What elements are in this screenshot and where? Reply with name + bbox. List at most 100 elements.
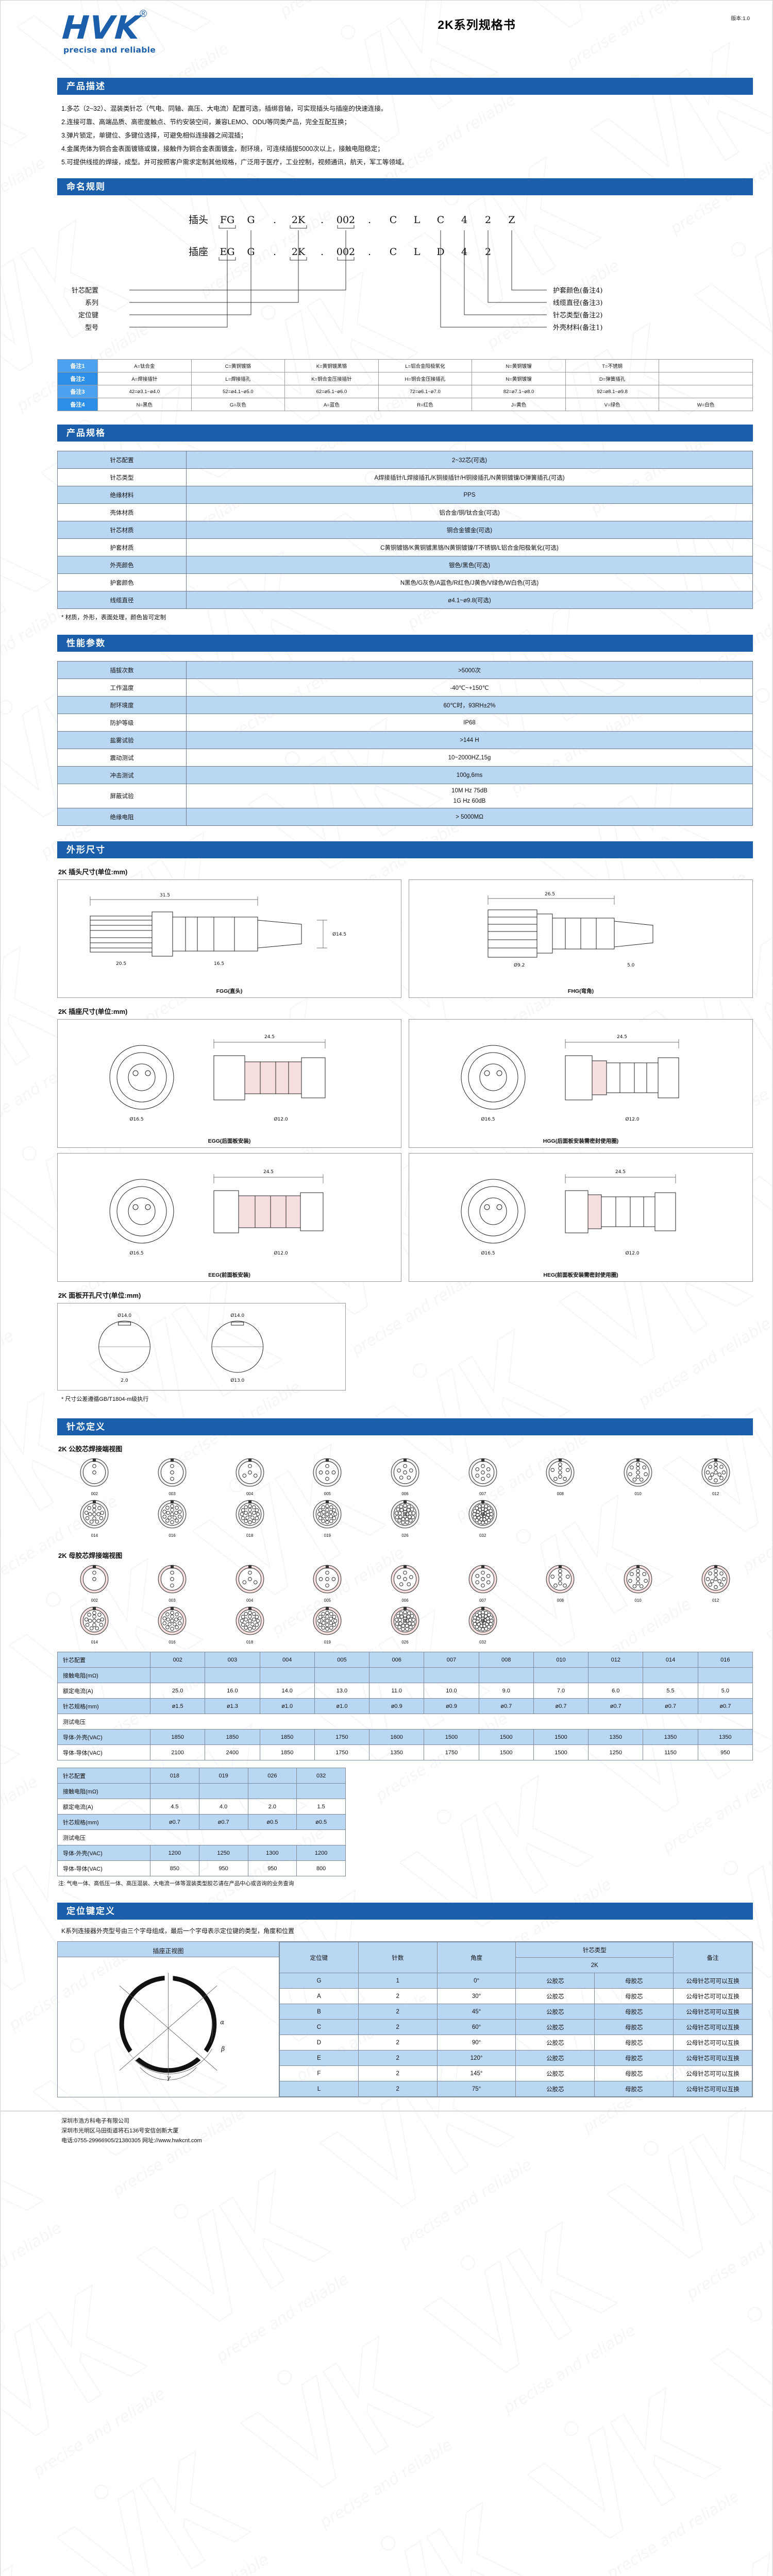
pin-view-cell: 014 <box>57 1605 132 1645</box>
svg-text:Ø12.0: Ø12.0 <box>274 1250 288 1256</box>
naming-callout-right: 针芯类型(备注2) <box>553 311 602 319</box>
pin-table-cell: 9.0 <box>478 1683 534 1699</box>
spec-row-label: 屏蔽试验 <box>57 784 187 808</box>
orientation-cell: 母胶芯 <box>594 2035 674 2050</box>
pin-table-cell: 1500 <box>478 1744 534 1760</box>
naming-callout-right: 线缆直径(备注3) <box>553 299 602 307</box>
pin-table-cell: 950 <box>247 1860 297 1876</box>
naming-callout-left: 针芯配置 <box>72 287 98 295</box>
notes-cell: 92=ø8.1~ø9.8 <box>565 385 660 398</box>
svg-text:Ø16.5: Ø16.5 <box>129 1116 143 1122</box>
pin-table-header-cell: 002 <box>149 1652 206 1668</box>
section-title-pin-definition: 针芯定义 <box>57 1418 753 1435</box>
pin-table-row: 测试电压 <box>57 1829 346 1845</box>
notes-row-key: 备注2 <box>57 372 98 385</box>
pin-table-row-label: 额定电流(A) <box>57 1683 150 1699</box>
notes-cell: 82=ø7.1~ø8.0 <box>472 385 566 398</box>
pin-table-cell <box>198 1783 248 1799</box>
pin-table-header-cell: 针芯配置 <box>57 1768 150 1784</box>
spec-row-label: 护套材质 <box>57 538 187 556</box>
logo-text: HVK <box>61 9 142 46</box>
pin-view-label: 004 <box>246 1492 254 1496</box>
naming-plug-token: 002 <box>337 214 355 226</box>
naming-plug-token: FG <box>220 214 234 226</box>
plug-drawing-row: 31.5 Ø14.5 20.5 16.5 FGG(直头) <box>57 879 753 998</box>
drawing-caption: EEG(前面板安装) <box>208 1272 250 1278</box>
orientation-cell: D <box>279 2035 359 2050</box>
orientation-cell: 2 <box>358 2019 438 2035</box>
pin-view-label: 005 <box>324 1598 331 1603</box>
pin-table-header-cell: 010 <box>533 1652 589 1668</box>
pin-view-cell: 003 <box>135 1563 210 1603</box>
pin-view-label: 018 <box>246 1640 254 1645</box>
orientation-cell: 公母针芯可可以互换 <box>673 2050 752 2066</box>
orientation-cell: 公胶芯 <box>515 1973 595 1989</box>
spec-row: 绝缘电阻> 5000MΩ <box>57 808 753 826</box>
svg-text:Ø14.0: Ø14.0 <box>230 1313 244 1318</box>
naming-socket-token: . <box>321 246 324 258</box>
socket-drawing-row-2: 24.5 Ø16.5 Ø12.0 EEG(前面板安装) <box>57 1153 753 1282</box>
svg-text:γ: γ <box>167 2074 171 2081</box>
pin-view-cell: 006 <box>368 1563 443 1603</box>
orientation-cell: 1 <box>358 1973 438 1989</box>
male-pin-grid: 002 003 004 005 006 007 008 010 <box>57 1456 753 1538</box>
male-pinview-title: 2K 公胶芯焊接端视图 <box>58 1445 123 1453</box>
pin-view-label: 026 <box>401 1533 409 1538</box>
orientation-cell: 公胶芯 <box>515 2065 595 2081</box>
spec-row-value: > 5000MΩ <box>186 808 753 826</box>
drawing-hgg: 24.5 Ø16.5 Ø12.0 HGG(后面板安装需密封使用圈) <box>409 1019 753 1148</box>
socket-drawing-row-1: 24.5 Ø16.5 Ø12.0 EGG(后面板安装) <box>57 1019 753 1148</box>
naming-plug-token: L <box>414 214 421 226</box>
pin-table-cell <box>588 1667 644 1683</box>
notes-cell: L=铝合金阳极氧化 <box>378 359 473 372</box>
section-pin-definition: 针芯定义 2K 公胶芯焊接端视图 002 003 004 005 006 007 <box>1 1418 772 1887</box>
svg-text:5.0: 5.0 <box>627 963 635 968</box>
pin-view-label: 008 <box>557 1598 564 1603</box>
spec-row-label: 绝缘电阻 <box>57 808 187 826</box>
pin-table-cell: ø0.7 <box>198 1814 248 1830</box>
spec-row-value: C黄铜镀铬/K黄铜镀黑铬/N黄铜镀镍/T不锈钢/L铝合金阳极氧化(可选) <box>186 538 753 556</box>
pin-table-header-cell: 012 <box>588 1652 644 1668</box>
section-orientation: 定位键定义 K系列连接器外壳型号由三个字母组成，最后一个字母表示定位键的类型，角… <box>1 1903 772 2097</box>
pin-table-row-label: 导体-导体(VAC) <box>57 1744 150 1760</box>
pin-view-label: 019 <box>324 1533 331 1538</box>
pin-view-cell: 010 <box>601 1456 676 1496</box>
pin-table-row-label: 针芯规格(mm) <box>57 1698 150 1714</box>
pin-view-label: 018 <box>246 1533 254 1538</box>
pin-table-header-cell: 针芯配置 <box>57 1652 150 1668</box>
pin-table-cell: 950 <box>198 1860 248 1876</box>
pin-table-row-label: 针芯规格(mm) <box>57 1814 150 1830</box>
orientation-cell: 75° <box>436 2081 516 2097</box>
socket-dimension-label: 2K 插座尺寸(单位:mm) <box>58 1008 128 1015</box>
naming-plug-token: . <box>368 214 371 226</box>
notes-cell: C=黄铜镀铬 <box>191 359 285 372</box>
svg-text:插座: 插座 <box>189 246 208 258</box>
section-title-dimensions: 外形尺寸 <box>57 841 753 858</box>
pin-view-label: 016 <box>169 1533 176 1538</box>
plug-dimension-label: 2K 插头尺寸(单位:mm) <box>58 868 128 876</box>
section-title-product-description: 产品描述 <box>57 78 753 95</box>
notes-cell: A=钛合金 <box>97 359 192 372</box>
notes-cell: 42=ø3.1~ø4.0 <box>97 385 192 398</box>
notes-cell: N=黄铜镀镍 <box>472 372 566 385</box>
orientation-header-cell: 针芯类型 <box>515 1942 674 1958</box>
orientation-cell: 公胶芯 <box>515 2004 595 2020</box>
orientation-cell: 公母针芯可可以互换 <box>673 1988 752 2004</box>
spec-row-label: 壳体材质 <box>57 503 187 521</box>
pin-view-cell: 005 <box>290 1563 365 1603</box>
orientation-cell: G <box>279 1973 359 1989</box>
